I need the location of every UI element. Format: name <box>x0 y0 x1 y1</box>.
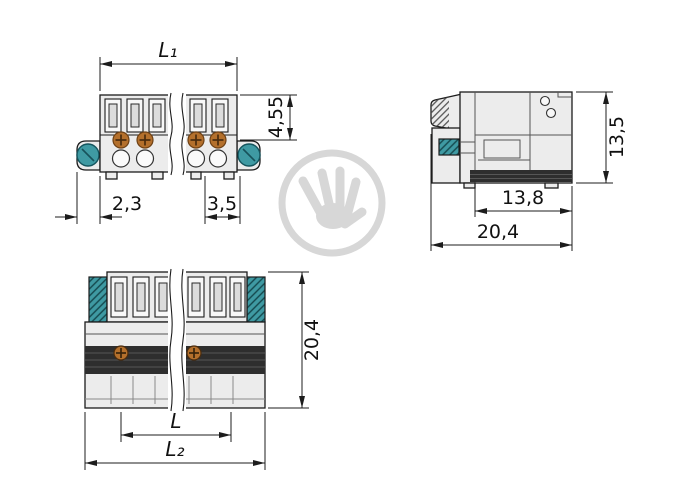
dim-side-total-depth-label: 20,4 <box>477 221 519 243</box>
dim-front-pitch-label: 3,5 <box>207 193 237 215</box>
top-flange-screw-heads <box>88 276 266 323</box>
dim-top-inner-length: L <box>120 409 232 442</box>
front-dimensions: L₁ 4,55 2,3 3,5 <box>55 38 297 224</box>
top-screw-crosses <box>116 348 199 358</box>
dim-side-height: 13,5 <box>576 91 628 184</box>
front-screw-crosses <box>115 134 224 146</box>
front-wire-openings <box>111 149 228 168</box>
front-flange-screw-slots <box>81 148 256 162</box>
top-dimensions: 20,4 L L₂ <box>84 271 323 470</box>
top-break-lines <box>169 268 185 412</box>
front-break-lines <box>169 92 185 176</box>
watermark-hand-logo <box>278 149 386 257</box>
front-pole-slots <box>104 98 229 133</box>
dim-front-height: 4,55 <box>240 94 297 141</box>
dim-front-overall-width: L₁ <box>99 38 238 91</box>
side-feet <box>463 182 559 189</box>
dim-top-depth: 20,4 <box>268 271 323 409</box>
dim-side-total-depth: 20,4 <box>430 134 572 251</box>
top-view: 20,4 L L₂ <box>84 268 323 470</box>
top-pole-slots <box>110 276 246 318</box>
dim-front-height-label: 4,55 <box>265 96 287 138</box>
dim-top-depth-label: 20,4 <box>301 319 323 361</box>
dim-side-body-depth: 13,8 <box>474 186 573 251</box>
dim-front-edge-offset-label: 2,3 <box>112 193 142 215</box>
side-strain-relief-band <box>470 170 572 182</box>
side-housing-screw-bottom <box>545 107 557 119</box>
side-housing-screw-top <box>539 95 551 107</box>
dim-front-pitch: 3,5 <box>204 176 241 224</box>
dim-front-overall-width-label: L₁ <box>158 38 177 62</box>
side-housing <box>459 91 573 184</box>
dim-side-body-depth-label: 13,8 <box>502 187 544 209</box>
front-view: L₁ 4,55 2,3 3,5 <box>55 38 297 224</box>
dim-side-height-label: 13,5 <box>606 116 628 158</box>
watermark-circle <box>278 149 386 257</box>
hand-palm <box>316 203 350 229</box>
front-feet <box>105 171 235 180</box>
side-dimensions: 13,5 13,8 20,4 <box>430 91 628 251</box>
dim-top-overall-length-label: L₂ <box>165 437 184 461</box>
dim-top-overall-length: L₂ <box>84 412 266 470</box>
side-lever-grip-hatch <box>431 97 449 128</box>
dim-front-edge-offset: 2,3 <box>55 172 142 224</box>
top-clamping-screws <box>113 345 202 361</box>
side-internal-lines <box>459 92 572 183</box>
dim-top-inner-length-label: L <box>170 409 181 433</box>
side-view: 13,5 13,8 20,4 <box>430 91 628 251</box>
